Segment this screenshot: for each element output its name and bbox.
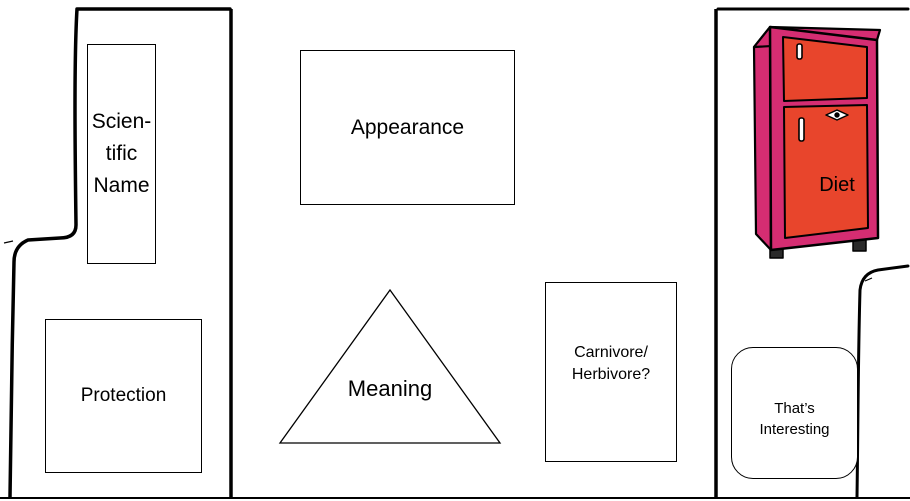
meaning-triangle [278,288,502,444]
right-flap-tick [864,277,873,282]
scientific-name-box: Scien- tific Name [87,44,156,264]
protection-box: Protection [45,319,202,473]
carnivore-herbivore-label: Carnivore/ Herbivore? [571,344,651,383]
left-flap-outline [8,7,232,499]
protection-label: Protection [80,385,167,406]
refrigerator-icon [752,25,882,259]
left-flap-tick [3,240,14,244]
appearance-box: Appearance [300,50,515,205]
appearance-label: Appearance [350,115,465,139]
thats-interesting-box: That’s Interesting [731,347,858,479]
thats-interesting-label: That’s Interesting [759,400,830,438]
scientific-name-label: Scien- tific Name [91,110,152,197]
diet-label: Diet [819,174,855,196]
carnivore-herbivore-box: Carnivore/ Herbivore? [545,282,677,462]
meaning-label: Meaning [347,376,433,401]
